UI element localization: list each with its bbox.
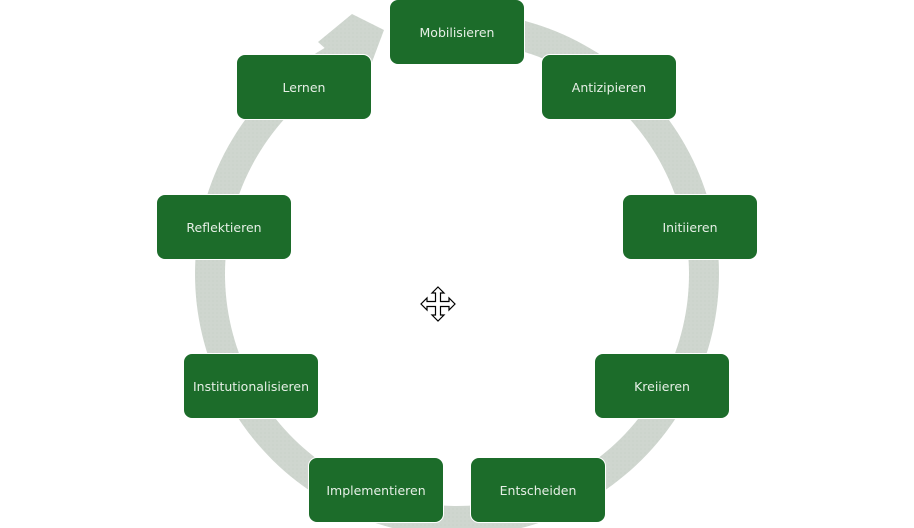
node-label: Entscheiden [499, 482, 577, 498]
node-label: Implementieren [326, 482, 426, 498]
node-label: Antizipieren [571, 79, 647, 95]
arrowhead-icon [318, 14, 384, 62]
node-label: Initiieren [662, 219, 718, 235]
node-implementieren[interactable]: Implementieren [308, 457, 444, 523]
node-institutionalisieren[interactable]: Institutionalisieren [183, 353, 319, 419]
node-initiieren[interactable]: Initiieren [622, 194, 758, 260]
node-kreiieren[interactable]: Kreiieren [594, 353, 730, 419]
node-entscheiden[interactable]: Entscheiden [470, 457, 606, 523]
node-label: Institutionalisieren [192, 378, 310, 394]
node-reflektieren[interactable]: Reflektieren [156, 194, 292, 260]
move-cursor-icon [420, 286, 456, 322]
node-label: Lernen [282, 79, 326, 95]
node-antizipieren[interactable]: Antizipieren [541, 54, 677, 120]
node-lernen[interactable]: Lernen [236, 54, 372, 120]
node-label: Mobilisieren [419, 24, 495, 40]
node-mobilisieren[interactable]: Mobilisieren [389, 0, 525, 65]
node-label: Reflektieren [186, 219, 262, 235]
node-label: Kreiieren [634, 378, 690, 394]
